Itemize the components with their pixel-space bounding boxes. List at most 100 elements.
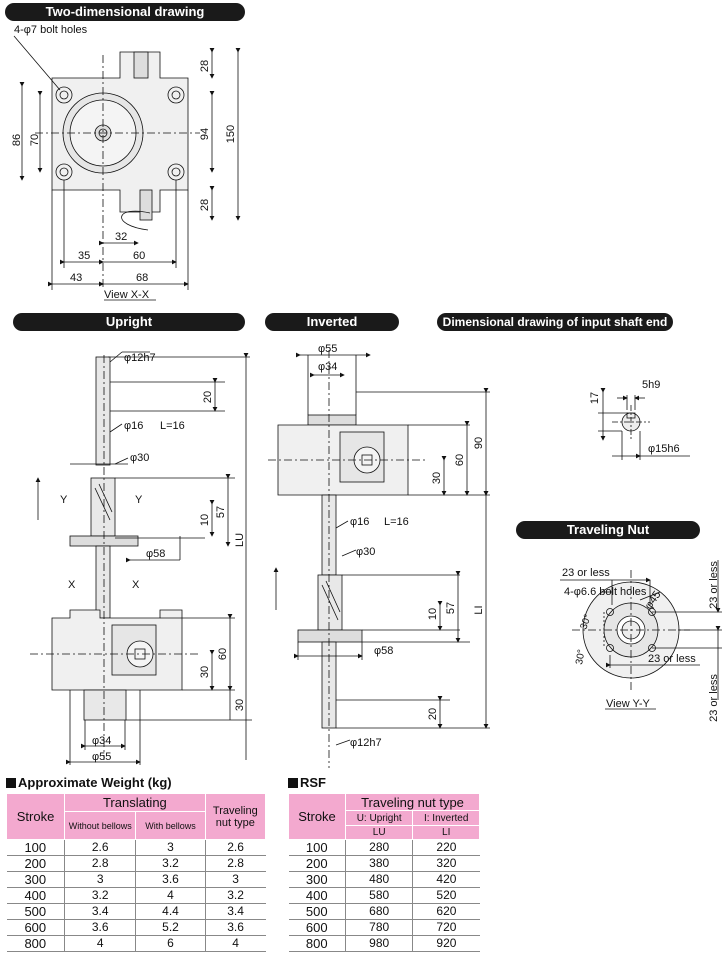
upright-drawing xyxy=(30,351,252,765)
dim-90: 90 xyxy=(473,437,485,449)
dim-li: LI xyxy=(473,605,485,614)
dim-inv-20: 20 xyxy=(427,708,439,720)
cell-stroke: 500 xyxy=(288,903,346,920)
dim-30deg-b: 30° xyxy=(574,649,587,666)
cell-li: 720 xyxy=(412,919,480,936)
label-x-right: X xyxy=(132,579,140,591)
col-traveling: Traveling nut type xyxy=(204,793,267,840)
cell-stroke: 400 xyxy=(288,887,346,904)
col-stroke: Stroke xyxy=(288,793,346,840)
cell-stroke: 600 xyxy=(288,919,346,936)
cell-stroke: 500 xyxy=(6,903,65,920)
cell-without: 3.4 xyxy=(64,903,136,920)
dim-30-bottom: 30 xyxy=(234,699,246,711)
weight-table-title: Approximate Weight (kg) xyxy=(6,775,172,790)
header-two-dimensional: Two-dimensional drawing xyxy=(5,3,245,21)
col-traveling-nut-type: Traveling nut type xyxy=(345,793,480,811)
dim-phi58: φ58 xyxy=(146,548,165,560)
dim-28-top: 28 xyxy=(199,60,211,72)
cell-nut: 2.8 xyxy=(204,855,266,872)
dim-60: 60 xyxy=(133,250,145,262)
dim-30-upright: 30 xyxy=(199,666,211,678)
label-nut-bolt-holes: 4-φ6.6 bolt holes xyxy=(564,586,647,598)
label-bolt-holes: 4-φ7 bolt holes xyxy=(14,24,88,36)
cell-li: 420 xyxy=(412,871,480,888)
dim-lu: LU xyxy=(234,533,246,547)
dim-5h9: 5h9 xyxy=(642,379,660,391)
cell-lu: 980 xyxy=(344,935,413,952)
label-x-left: X xyxy=(68,579,76,591)
cell-stroke: 300 xyxy=(288,871,346,888)
dim-inv-phi12h7: φ12h7 xyxy=(350,737,382,749)
cell-stroke: 100 xyxy=(288,839,346,856)
dim-inv-phi55: φ55 xyxy=(318,343,337,355)
cell-lu: 580 xyxy=(344,887,413,904)
cell-without: 4 xyxy=(64,935,136,952)
cell-lu: 680 xyxy=(344,903,413,920)
cell-with: 4 xyxy=(135,887,206,904)
dim-phi12h7: φ12h7 xyxy=(124,352,156,364)
rsf-table-title: RSF xyxy=(288,775,326,790)
dim-17: 17 xyxy=(589,392,601,404)
dim-23-right-bottom: 23 or less xyxy=(708,674,720,722)
cell-li: 220 xyxy=(412,839,480,856)
cell-lu: 280 xyxy=(344,839,413,856)
col-inverted: I: Inverted xyxy=(412,810,480,826)
cell-nut: 3.6 xyxy=(204,919,266,936)
cell-with: 3.6 xyxy=(135,871,206,888)
dim-inv-phi30: φ30 xyxy=(356,546,375,558)
header-shaft-end: Dimensional drawing of input shaft end xyxy=(437,313,673,331)
cell-stroke: 300 xyxy=(6,871,65,888)
cell-with: 5.2 xyxy=(135,919,206,936)
dim-68: 68 xyxy=(136,272,148,284)
dim-inv-60: 60 xyxy=(454,454,466,466)
cell-li: 920 xyxy=(412,935,480,952)
dim-23-right-top: 23 or less xyxy=(708,561,720,609)
header-inverted: Inverted xyxy=(265,313,399,331)
cell-stroke: 400 xyxy=(6,887,65,904)
col-stroke: Stroke xyxy=(5,793,66,840)
dim-inv-phi58: φ58 xyxy=(374,645,393,657)
traveling-nut-drawing xyxy=(560,560,722,710)
dim-43: 43 xyxy=(70,272,82,284)
col-upright: U: Upright xyxy=(344,810,414,826)
label-y-left: Y xyxy=(60,494,68,506)
label-y-right: Y xyxy=(135,494,143,506)
cell-stroke: 200 xyxy=(6,855,65,872)
rsf-table: Stroke Traveling nut type U: Upright I: … xyxy=(288,793,480,952)
cell-nut: 3.2 xyxy=(204,887,266,904)
dim-inv-phi34: φ34 xyxy=(318,361,337,373)
dim-35: 35 xyxy=(78,250,90,262)
dim-60-upright: 60 xyxy=(217,648,229,660)
dim-10: 10 xyxy=(199,514,211,526)
dim-20-upright: 20 xyxy=(202,391,214,403)
label-view-xx: View X-X xyxy=(104,289,150,301)
cell-stroke: 600 xyxy=(6,919,65,936)
col-without-bellows: Without bellows xyxy=(64,811,137,840)
cell-without: 3.6 xyxy=(64,919,136,936)
inverted-drawing xyxy=(268,350,490,768)
cell-nut: 3.4 xyxy=(204,903,266,920)
cell-without: 2.8 xyxy=(64,855,136,872)
dim-70: 70 xyxy=(29,134,41,146)
cell-nut: 2.6 xyxy=(204,839,266,856)
weight-table: Stroke Translating Traveling nut type Wi… xyxy=(5,793,267,952)
dim-57: 57 xyxy=(215,506,227,518)
header-traveling-nut: Traveling Nut xyxy=(516,521,700,539)
cell-stroke: 100 xyxy=(6,839,65,856)
cell-lu: 480 xyxy=(344,871,413,888)
dim-l16: L=16 xyxy=(160,420,185,432)
cell-li: 320 xyxy=(412,855,480,872)
dim-150: 150 xyxy=(225,125,237,143)
technical-drawing: 4-φ7 bolt holes 86 70 28 94 150 28 32 35… xyxy=(11,24,722,768)
dim-phi15h6: φ15h6 xyxy=(648,443,680,455)
cell-without: 3.2 xyxy=(64,887,136,904)
col-with-bellows: With bellows xyxy=(135,811,206,840)
dim-inv-30: 30 xyxy=(431,472,443,484)
